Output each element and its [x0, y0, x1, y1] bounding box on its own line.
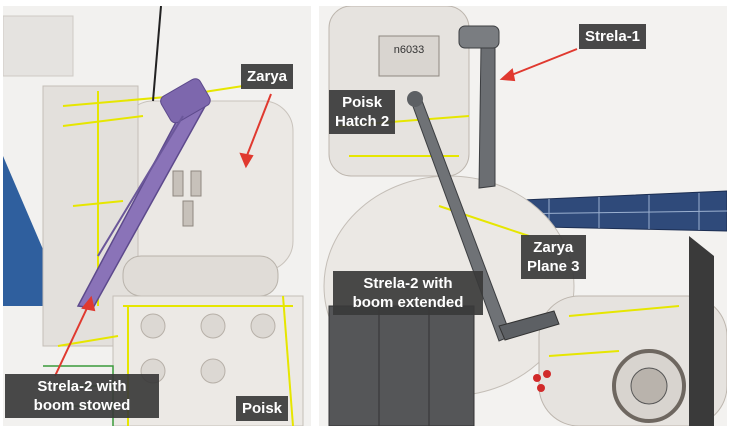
label-zarya-plane3: Zarya Plane 3: [521, 235, 586, 279]
label-poisk: Poisk: [236, 396, 289, 421]
label-zarya: Zarya: [241, 64, 294, 89]
hatch-id: n6033: [394, 44, 425, 56]
hatch-panel: [378, 35, 440, 77]
strela1-boom: [458, 25, 500, 189]
solar-array: [498, 190, 727, 232]
left-panel-strela2-stowed: Zarya Strela-2 with boom stowed Poisk: [3, 6, 311, 426]
dark-panel: [689, 236, 714, 426]
red-arrows-left: [54, 93, 272, 377]
strela2-boom-extended: [407, 91, 560, 342]
label-strela1: Strela-1: [579, 24, 647, 49]
radiator-panels: [328, 305, 475, 426]
red-arrow-right: [499, 48, 578, 82]
antenna: [152, 6, 162, 102]
solar-panel-edge: [3, 156, 48, 306]
label-poisk-hatch2: Poisk Hatch 2: [329, 90, 396, 134]
right-panel-strela2-extended: n6033: [319, 6, 727, 426]
red-lights: [533, 370, 551, 392]
label-strela2-extended: Strela-2 with boom extended: [333, 271, 483, 315]
label-strela2-stowed: Strela-2 with boom stowed: [5, 374, 159, 418]
right-scene: n6033: [319, 6, 727, 426]
